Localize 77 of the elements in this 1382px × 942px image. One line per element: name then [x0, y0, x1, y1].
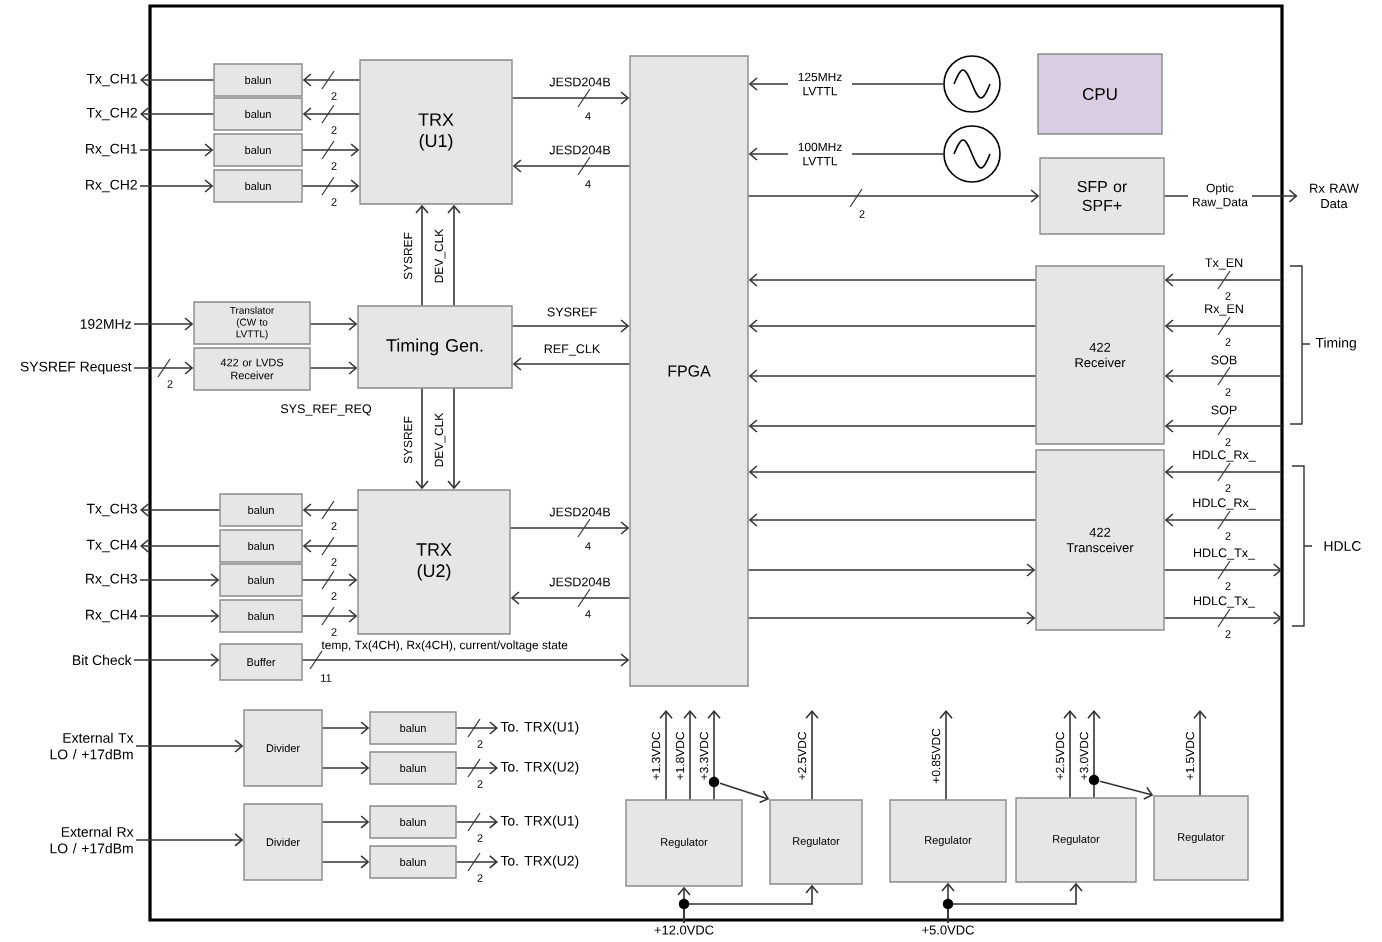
arrow — [140, 73, 215, 87]
arrow — [748, 319, 1037, 333]
arrow — [309, 317, 358, 331]
arrow — [415, 204, 429, 307]
arrow — [139, 573, 220, 587]
arrow — [321, 721, 370, 735]
arrow — [747, 611, 1036, 625]
arrow — [301, 653, 630, 667]
arrow — [309, 361, 358, 375]
arrow — [447, 204, 461, 307]
arrow — [512, 357, 631, 371]
block-box: Timing Gen. — [357, 305, 513, 389]
arrow — [301, 609, 358, 623]
oscillator-symbol — [943, 125, 1001, 183]
arrow — [139, 179, 214, 193]
arrow — [321, 855, 370, 869]
arrow — [301, 143, 360, 157]
arrow — [1193, 710, 1207, 797]
block-box: CPU — [1037, 53, 1163, 135]
arrow — [707, 710, 721, 801]
arrow — [719, 782, 770, 804]
arrow — [748, 419, 1037, 433]
arrow — [135, 739, 244, 753]
arrow — [133, 361, 194, 375]
arrow — [302, 539, 359, 553]
arrow — [748, 273, 1037, 287]
arrow — [1099, 780, 1154, 800]
arrow — [302, 503, 359, 517]
arrow — [748, 513, 1037, 527]
arrow — [447, 387, 461, 490]
arrow — [511, 91, 630, 105]
arrow — [140, 107, 215, 121]
arrow — [135, 833, 244, 847]
arrow — [139, 609, 220, 623]
arrow — [302, 107, 361, 121]
arrow — [1164, 465, 1283, 479]
arrow — [1164, 319, 1283, 333]
arrow — [455, 761, 498, 775]
arrow — [747, 563, 1036, 577]
oscillator-symbol — [943, 55, 1001, 113]
arrow — [1163, 611, 1282, 625]
arrow — [133, 653, 220, 667]
arrow — [321, 761, 370, 775]
block-box: TRX (U2) — [357, 489, 511, 635]
arrow — [947, 882, 1083, 924]
arrow — [683, 710, 697, 801]
arrow — [140, 539, 221, 553]
arrow — [139, 143, 214, 157]
arrow — [1063, 710, 1077, 799]
arrow — [1164, 369, 1283, 383]
arrow — [301, 573, 358, 587]
arrow — [747, 189, 1040, 203]
arrow — [140, 503, 221, 517]
arrow — [748, 369, 1037, 383]
arrow — [512, 159, 631, 173]
arrow — [1164, 419, 1283, 433]
arrow — [1164, 513, 1283, 527]
arrow — [301, 179, 360, 193]
arrow — [805, 710, 819, 801]
arrow — [133, 317, 194, 331]
arrow — [455, 815, 498, 829]
arrow — [939, 710, 953, 801]
arrow — [509, 521, 630, 535]
arrow — [321, 815, 370, 829]
arrow — [1087, 710, 1101, 799]
arrow — [302, 73, 361, 87]
arrow — [455, 721, 498, 735]
arrow — [1163, 563, 1282, 577]
arrow — [683, 884, 819, 924]
arrow — [659, 710, 673, 801]
block-box: TRX (U1) — [359, 59, 513, 205]
arrow — [748, 465, 1037, 479]
arrow — [1164, 273, 1283, 287]
arrow — [455, 855, 498, 869]
arrow — [511, 319, 630, 333]
arrow — [415, 387, 429, 490]
arrow — [510, 591, 631, 605]
